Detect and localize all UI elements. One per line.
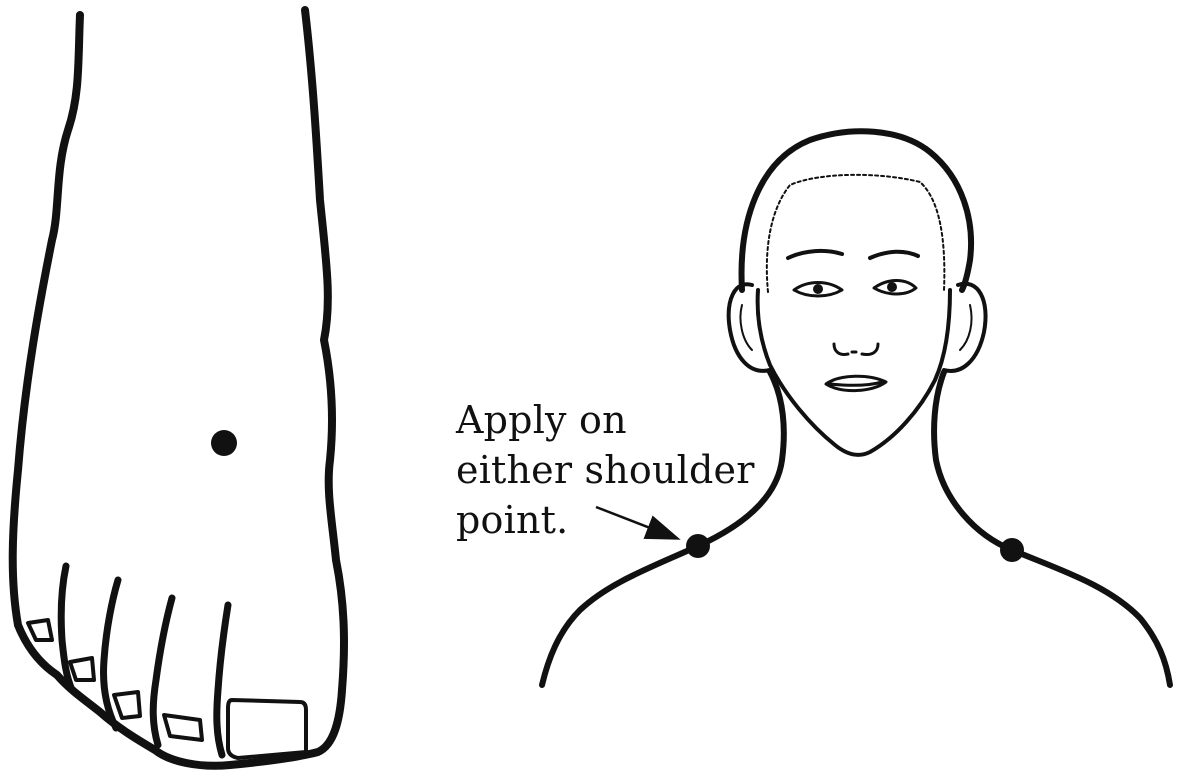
annotation-line-2: either shoulder: [456, 446, 755, 494]
hairline: [767, 175, 945, 292]
left-ear-detail: [740, 305, 752, 350]
foot-icon: [13, 10, 344, 766]
annotation-line-1: Apply on: [456, 396, 627, 444]
arrow-icon: [596, 507, 676, 538]
toe-gap-3: [153, 598, 172, 745]
right-neck-shoulder: [934, 372, 1170, 685]
right-shoulder-point: [1000, 538, 1024, 562]
left-ear: [729, 284, 770, 371]
toe-gap-1: [61, 566, 72, 690]
right-ear-detail: [960, 305, 972, 350]
toenail-big: [228, 700, 306, 758]
head-and-shoulders-icon: [542, 131, 1170, 685]
left-eyebrow: [788, 251, 842, 258]
right-pupil: [887, 282, 897, 292]
toenail-third: [114, 692, 140, 718]
annotation-line-3: point.: [456, 496, 568, 544]
left-pupil: [813, 284, 823, 294]
right-eyebrow: [870, 252, 918, 258]
toenail-small: [28, 620, 52, 640]
toenail-second: [164, 715, 202, 740]
mouth: [826, 376, 886, 390]
toenail-fourth: [70, 658, 94, 680]
foot-acupressure-point: [211, 430, 237, 456]
nose: [834, 344, 878, 355]
left-shoulder-point: [686, 534, 710, 558]
